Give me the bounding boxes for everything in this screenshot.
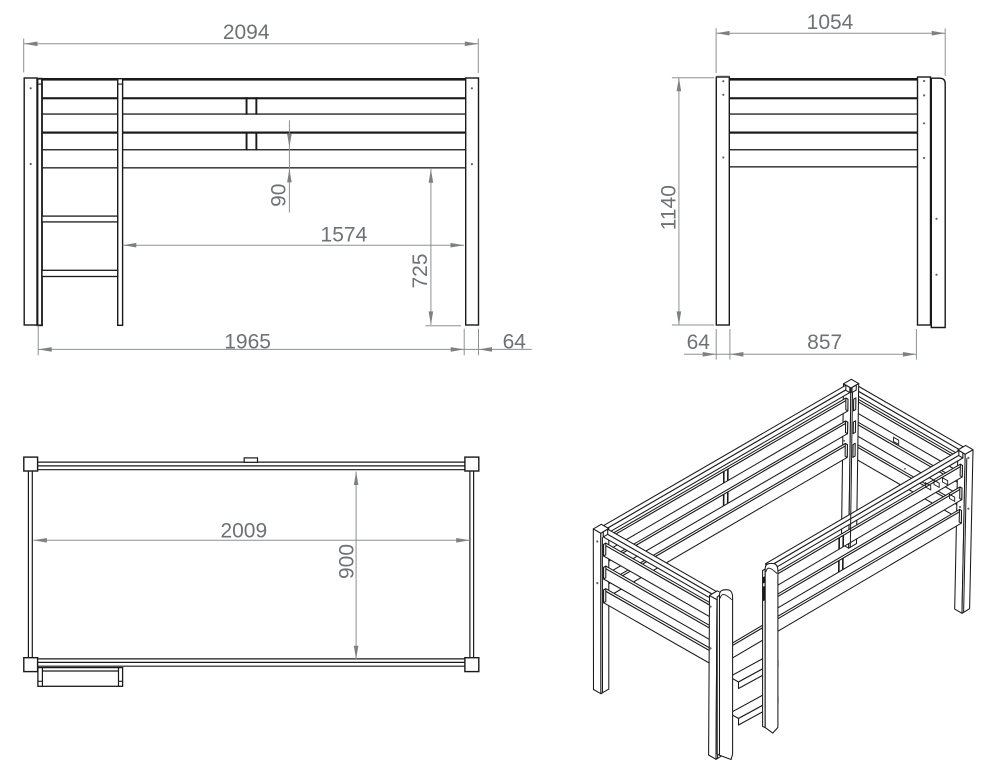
svg-text:2094: 2094	[223, 21, 270, 44]
svg-text:1140: 1140	[658, 185, 681, 230]
svg-text:1965: 1965	[224, 330, 271, 353]
svg-text:90: 90	[268, 184, 291, 207]
svg-text:64: 64	[687, 331, 711, 354]
svg-text:1574: 1574	[321, 223, 368, 246]
svg-text:1054: 1054	[807, 11, 854, 34]
svg-text:725: 725	[409, 253, 432, 288]
svg-text:2009: 2009	[220, 519, 267, 542]
svg-text:900: 900	[336, 544, 359, 579]
svg-text:857: 857	[807, 331, 842, 354]
svg-text:64: 64	[503, 330, 527, 353]
